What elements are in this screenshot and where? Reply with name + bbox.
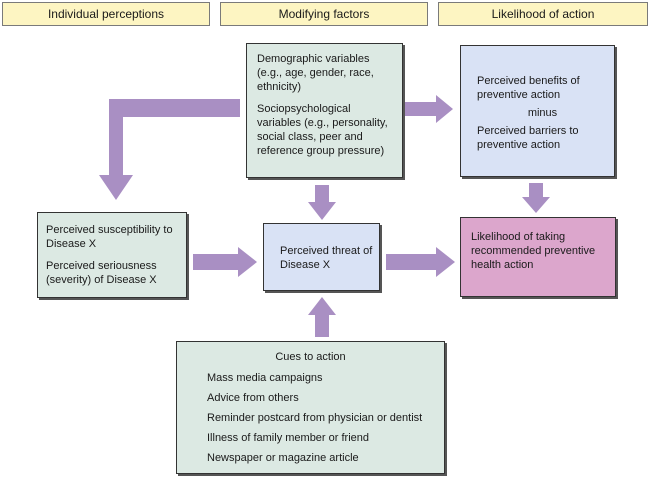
arrow-demographic-to-threat — [308, 185, 336, 220]
box-likelihood-of-action: Likelihood of taking recommended prevent… — [460, 217, 616, 297]
perceived-seriousness-text: Perceived seriousness (severity) of Dise… — [46, 260, 157, 286]
arrow-threat-to-likelihood — [386, 247, 455, 277]
perceived-threat-text: Perceived threat of Disease X — [280, 245, 373, 271]
likelihood-text: Likelihood of taking recommended prevent… — [471, 231, 596, 271]
minus-text: minus — [527, 107, 558, 119]
arrow-demographic-to-susceptibility — [99, 99, 240, 200]
box-demographic-variables: Demographic variables (e.g., age, gender… — [246, 43, 403, 178]
cue-item: Mass media campaigns — [207, 372, 323, 384]
perceived-barriers-text: Perceived barriers to preventive action — [477, 125, 579, 151]
cue-item: Reminder postcard from physician or dent… — [207, 412, 423, 424]
cue-item: Illness of family member or friend — [207, 432, 369, 444]
arrow-benefits-to-likelihood — [522, 183, 550, 213]
box-perceived-susceptibility: Perceived susceptibility to Disease X Pe… — [37, 212, 187, 298]
demographic-variables-text: Demographic variables (e.g., age, gender… — [257, 53, 374, 93]
box-perceived-benefits: Perceived benefits of preventive action … — [460, 45, 615, 177]
arrow-cues-to-threat — [308, 297, 336, 337]
arrow-susceptibility-to-threat — [193, 247, 257, 277]
header-modifying-factors: Modifying factors — [220, 2, 428, 26]
cue-item: Newspaper or magazine article — [207, 452, 359, 464]
box-cues-to-action: Cues to action Mass media campaigns Advi… — [176, 341, 445, 474]
arrow-demographic-to-benefits — [404, 95, 453, 123]
cues-title: Cues to action — [275, 351, 346, 363]
header-likelihood-of-action: Likelihood of action — [438, 2, 648, 26]
box-perceived-threat: Perceived threat of Disease X — [263, 223, 380, 291]
sociopsychological-variables-text: Sociopsychological variables (e.g., pers… — [257, 103, 388, 157]
cue-item: Advice from others — [207, 392, 299, 404]
perceived-susceptibility-text: Perceived susceptibility to Disease X — [46, 224, 173, 250]
perceived-benefits-text: Perceived benefits of preventive action — [477, 75, 580, 101]
header-individual-perceptions: Individual perceptions — [2, 2, 210, 26]
